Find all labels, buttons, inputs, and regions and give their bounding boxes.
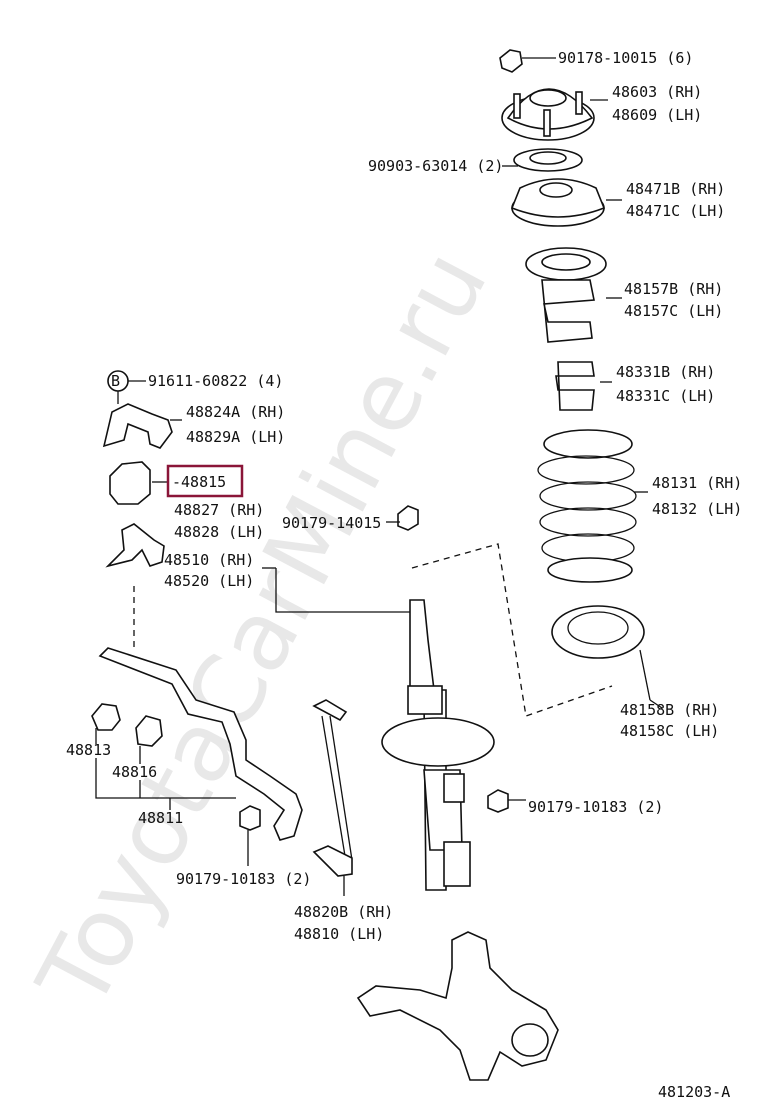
shock-callout-bracket (275, 568, 410, 613)
bushing-retainer (105, 523, 165, 568)
strut-nut (487, 789, 526, 813)
label-48816: 48816 (112, 763, 157, 781)
stabilizer-collar (135, 715, 163, 747)
label-48810: 48810 (LH) (294, 925, 384, 943)
label-48131: 48131 (RH) (652, 474, 742, 492)
lower-spring-insulator (551, 605, 663, 709)
label-48820B: 48820B (RH) (294, 903, 393, 921)
label-48331C: 48331C (LH) (616, 387, 715, 405)
stabilizer-bushing-small (91, 703, 121, 731)
label-48811: 48811 (138, 809, 183, 827)
label-48603: 48603 (RH) (612, 83, 702, 101)
steering-knuckle (356, 931, 559, 1081)
label-48828: 48828 (LH) (174, 523, 264, 541)
badge-letter: B (111, 372, 120, 390)
stabilizer-bar (98, 647, 303, 841)
watermark: ToyotaCarMine.ru (16, 233, 509, 1027)
shock-absorber (381, 599, 495, 891)
label-48815: -48815 (172, 473, 226, 491)
strut-reference-line (411, 543, 613, 717)
label-91611-60822: 91611-60822 (4) (148, 372, 283, 390)
label-90179-10183-right: 90179-10183 (2) (528, 798, 663, 816)
suspension-support (501, 88, 608, 141)
label-90178-10015: 90178-10015 (6) (558, 49, 693, 67)
label-48609: 48609 (LH) (612, 106, 702, 124)
label-48157C: 48157C (LH) (624, 302, 723, 320)
label-48520: 48520 (LH) (164, 572, 254, 590)
label-48813: 48813 (66, 741, 111, 759)
strut-bearing (502, 148, 583, 172)
piston-rod-nut (386, 505, 419, 531)
label-48331B: 48331B (RH) (616, 363, 715, 381)
highlight-box (166, 464, 244, 498)
upper-spring-seat (510, 178, 622, 227)
stabilizer-bracket (102, 403, 182, 449)
mount-nut (499, 49, 556, 73)
link-nut-lower (239, 805, 261, 866)
label-48157B: 48157B (RH) (624, 280, 723, 298)
label-48510: 48510 (RH) (164, 551, 254, 569)
label-48158C: 48158C (LH) (620, 722, 719, 740)
stabilizer-link (312, 699, 353, 896)
spring-bumper-boot (525, 247, 622, 343)
stabilizer-bushing (109, 461, 168, 505)
badge-bolt: B (107, 370, 146, 404)
label-90179-10183-left: 90179-10183 (2) (176, 870, 311, 888)
label-48829A: 48829A (LH) (186, 428, 285, 446)
spring-bumper (555, 361, 612, 411)
label-90179-14015: 90179-14015 (282, 514, 381, 532)
label-48132: 48132 (LH) (652, 500, 742, 518)
coil-spring (537, 429, 648, 583)
knuckle-hub-bore (511, 1023, 549, 1057)
label-48824A: 48824A (RH) (186, 403, 285, 421)
label-48158B: 48158B (RH) (620, 701, 719, 719)
diagram-code: 481203-A (658, 1083, 730, 1101)
label-90903-63014: 90903-63014 (2) (368, 157, 503, 175)
label-48471C: 48471C (LH) (626, 202, 725, 220)
bushing-callout-bracket (95, 758, 236, 799)
label-48471B: 48471B (RH) (626, 180, 725, 198)
label-48827: 48827 (RH) (174, 501, 264, 519)
